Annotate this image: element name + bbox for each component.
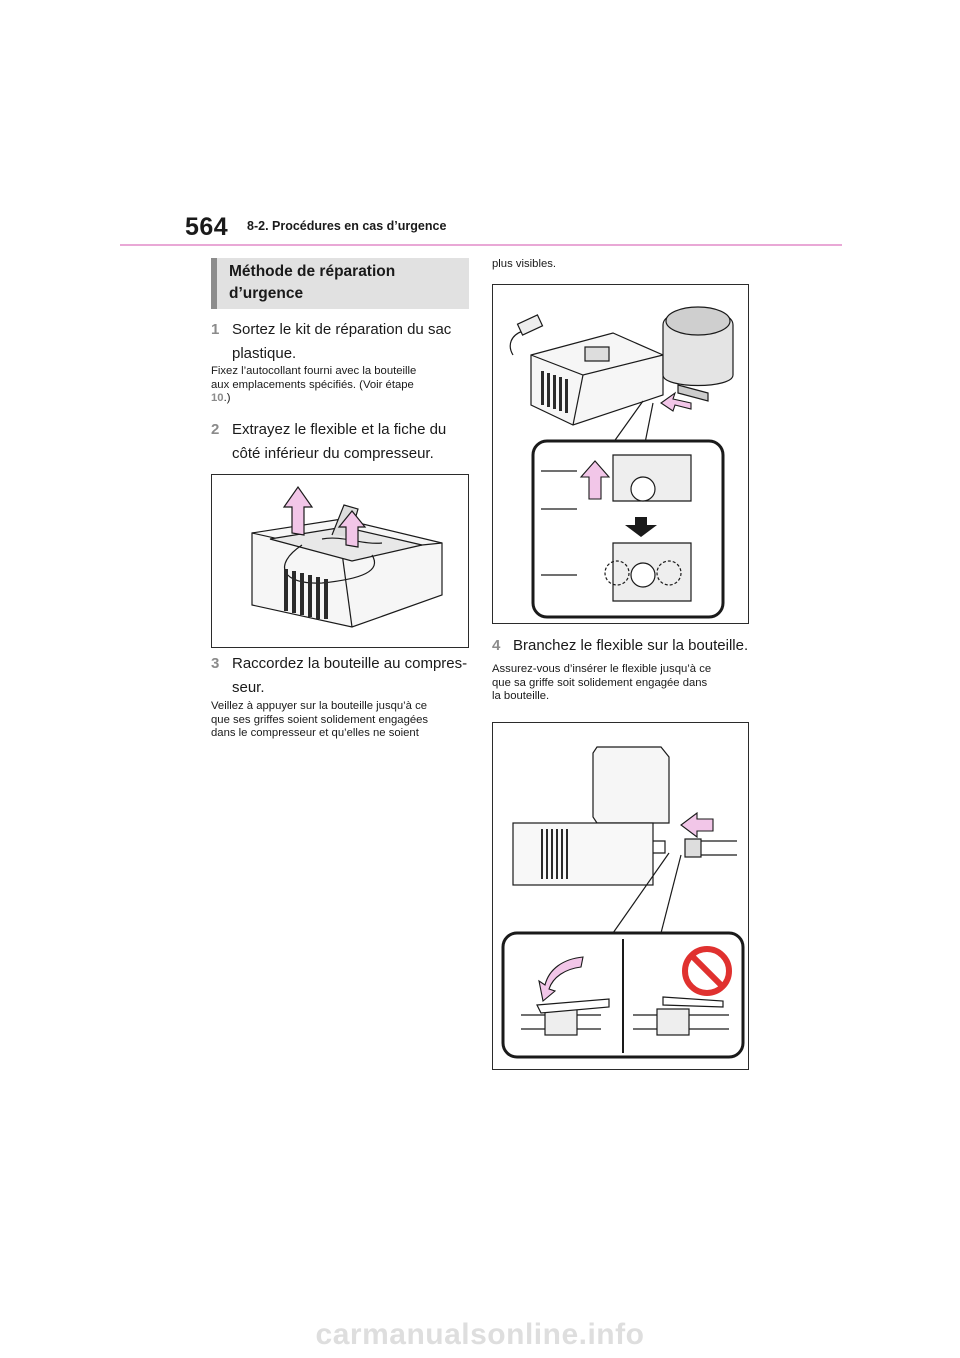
compressor-illustration xyxy=(251,485,443,628)
watermark: carmanualsonline.info xyxy=(315,1318,645,1351)
note-line3: dans le compresseur et qu’elles ne soien… xyxy=(211,727,419,739)
section-title: 8-2. Procédures en cas d’urgence xyxy=(247,219,447,233)
note-line1: Veillez à appuyer sur la bouteille jusqu… xyxy=(211,700,428,712)
prohibited-icon xyxy=(682,946,732,996)
note-line1: Assurez-vous d’insérer le flexible jusqu… xyxy=(492,663,712,675)
note-4: Assurez-vous d’insérer le flexible jusqu… xyxy=(492,663,754,704)
section-heading-box: Méthode de réparation d’urgence xyxy=(211,258,469,309)
page-number: 564 xyxy=(185,213,229,241)
note-3: Veillez à appuyer sur la bouteille jusqu… xyxy=(211,700,473,741)
step-text-line1: Extrayez le flexible et la fiche du xyxy=(232,421,447,438)
figure-hose-connect xyxy=(492,722,749,1070)
note-line1: Fixez l’autocollant fourni avec la boute… xyxy=(211,365,417,377)
section-heading-line2: d’urgence xyxy=(229,285,304,302)
note-suffix: .) xyxy=(223,392,231,404)
header-rule xyxy=(120,244,842,246)
step-1: 1 Sortez le kit de réparation du sac plas… xyxy=(211,318,471,366)
step-text-line1: Sortez le kit de réparation du sac xyxy=(232,321,452,338)
step-number: 4 xyxy=(492,637,501,654)
step-4: 4 Branchez le flexible sur la bouteille. xyxy=(492,634,754,658)
step-2: 2 Extrayez le flexible et la fiche du côt… xyxy=(211,418,471,466)
step-number: 3 xyxy=(211,655,220,672)
step-text-line2: côté inférieur du compresseur. xyxy=(232,445,434,462)
note-3-continuation: plus visibles. xyxy=(492,258,557,270)
step-3: 3 Raccordez la bouteille au compres- seur… xyxy=(211,652,473,700)
note-line3: la bouteille. xyxy=(492,690,550,702)
step-text-line2: seur. xyxy=(232,679,265,696)
step-text-line1: Raccordez la bouteille au compres- xyxy=(232,655,468,672)
step-reference: 10 xyxy=(211,392,224,404)
section-heading-line1: Méthode de réparation xyxy=(229,263,396,280)
figure-bottle-connect xyxy=(492,284,749,624)
bottle-connect-illustration xyxy=(509,306,734,619)
note-line2: que ses griffes soient solidement engagé… xyxy=(211,713,429,726)
figure-compressor-extract xyxy=(211,474,469,648)
note-line2: que sa griffe soit solidement engagée da… xyxy=(492,676,708,689)
hose-connect-illustration xyxy=(501,746,745,1059)
note-line2: aux emplacements spécifiés. (Voir étape xyxy=(211,378,414,391)
step-text-line1: Branchez le flexible sur la bouteille. xyxy=(513,637,749,654)
note-1: Fixez l’autocollant fourni avec la boute… xyxy=(211,365,471,406)
step-number: 2 xyxy=(211,421,220,438)
step-number: 1 xyxy=(211,321,220,338)
step-text-line2: plastique. xyxy=(232,345,297,362)
